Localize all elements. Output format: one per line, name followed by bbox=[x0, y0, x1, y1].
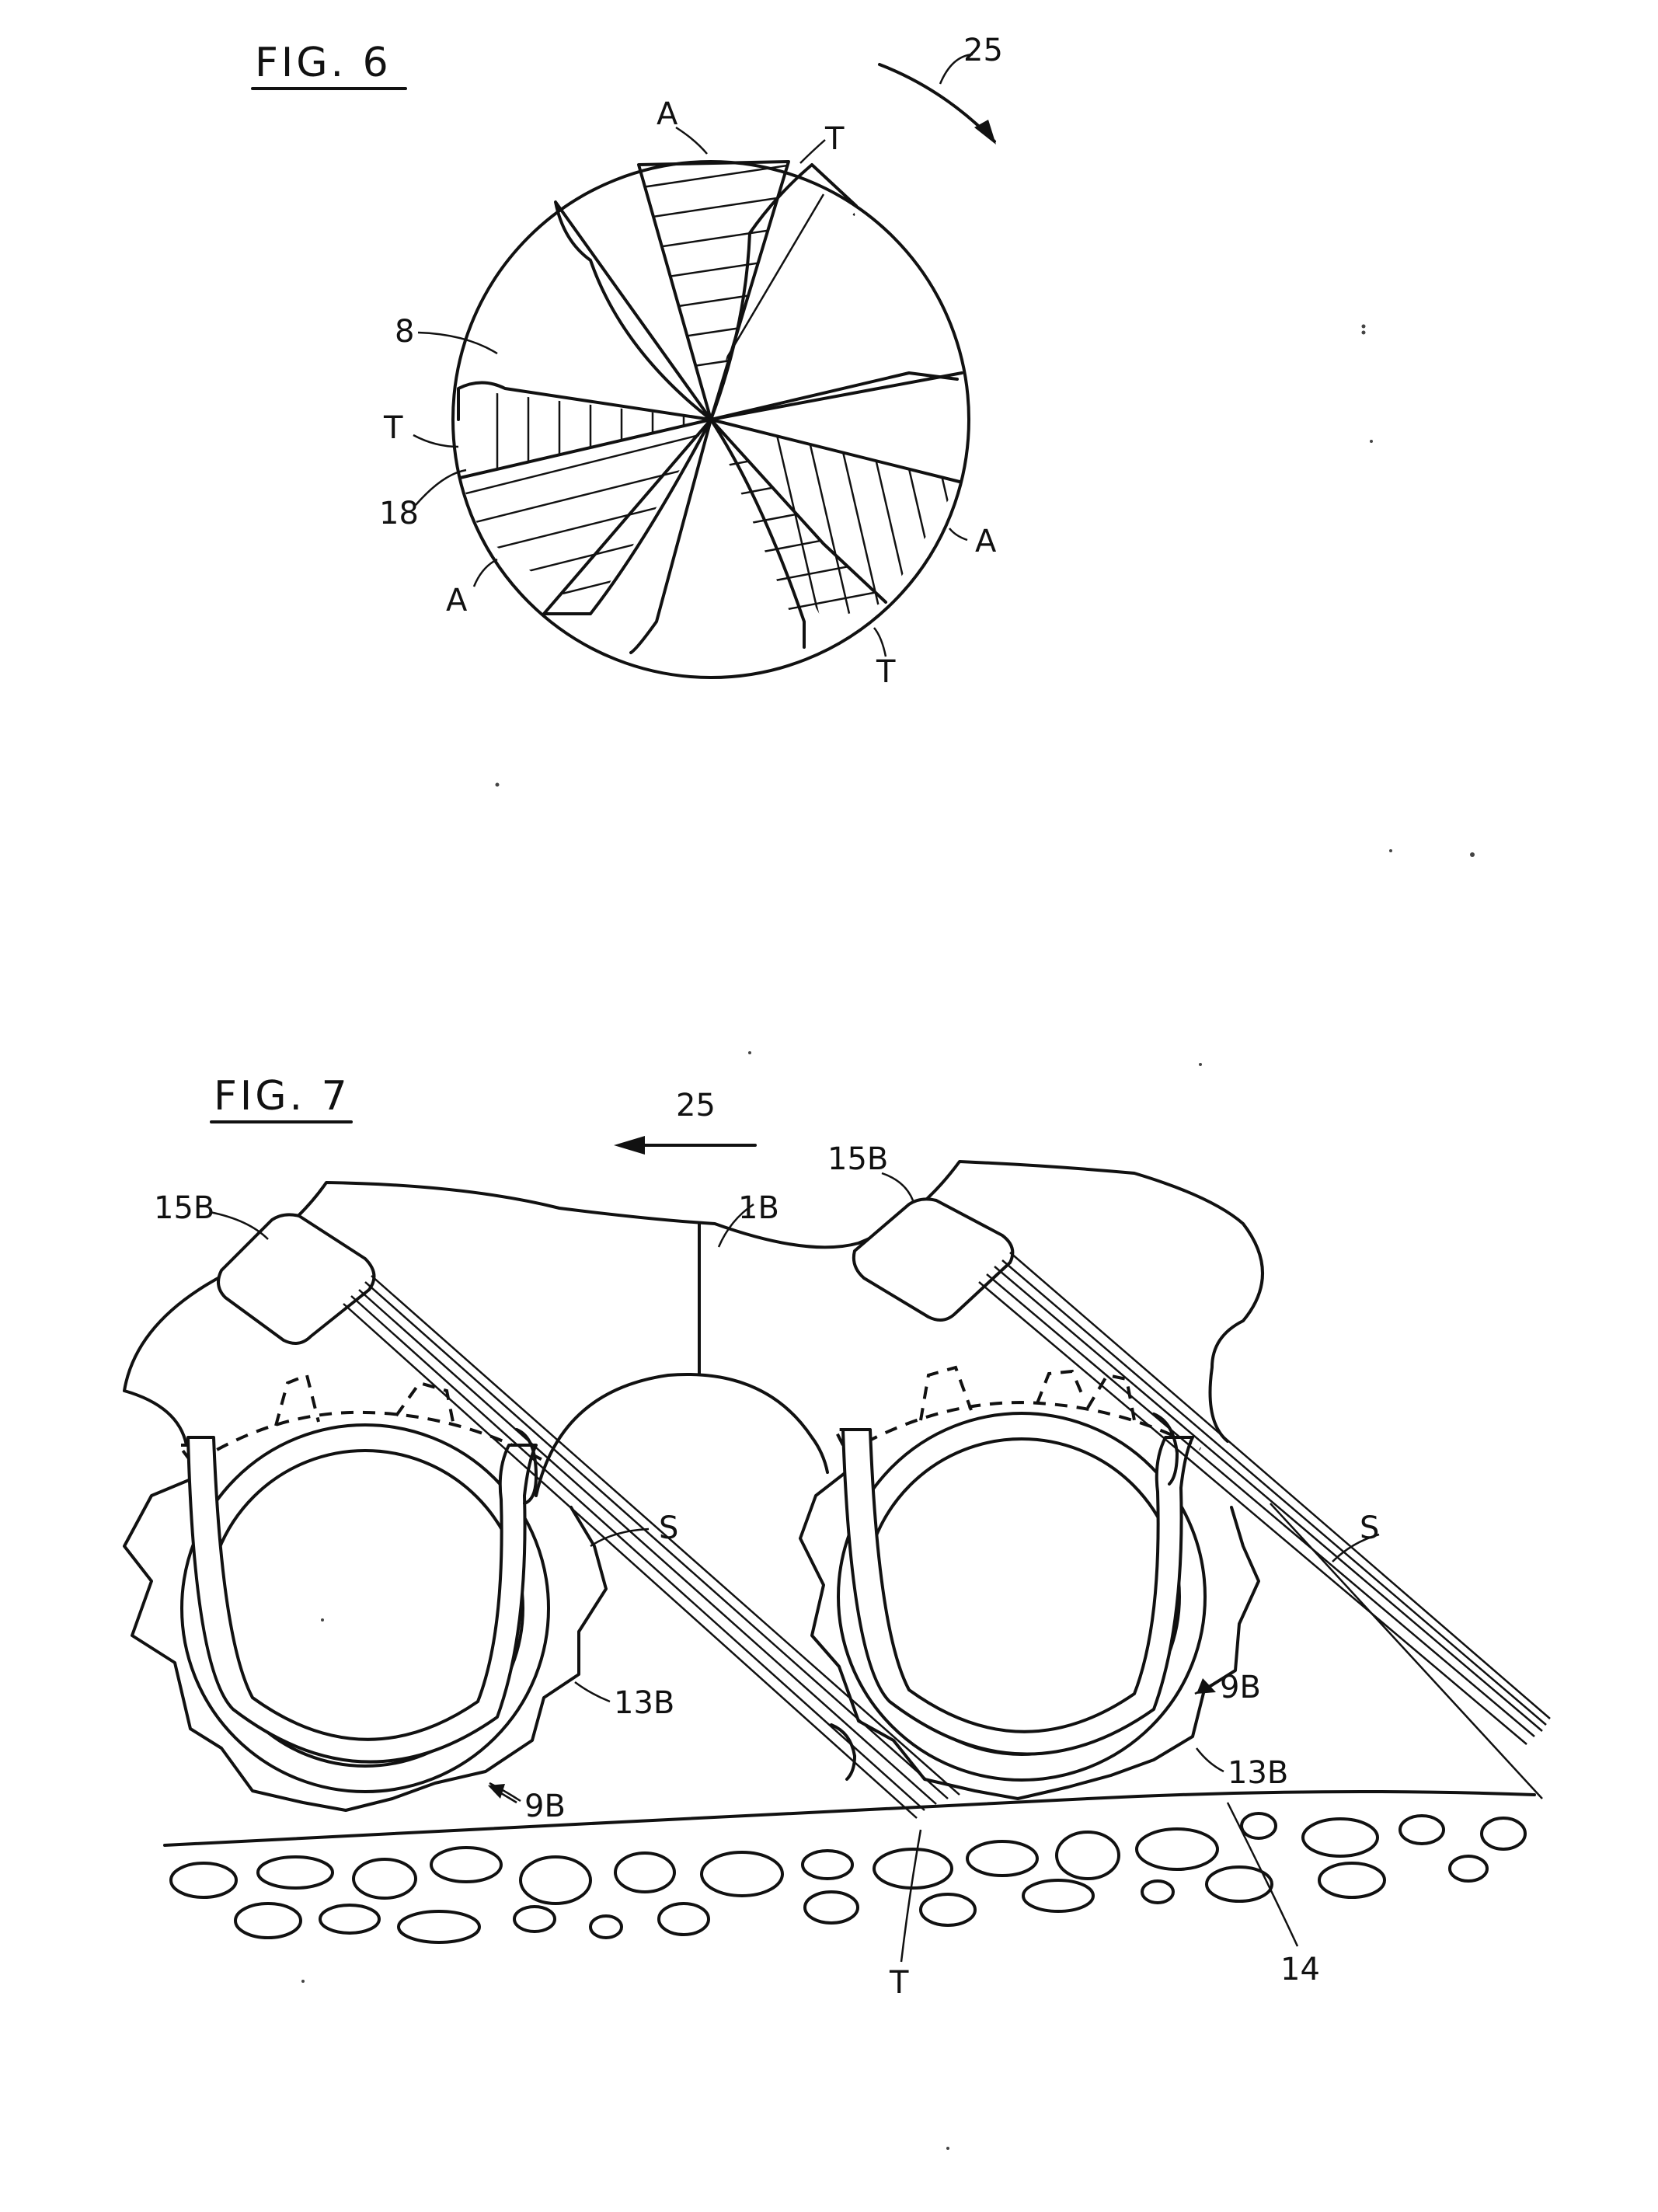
fig7-label-13b-left: 13B bbox=[614, 1685, 674, 1721]
fig7-label-s-right: S bbox=[1360, 1510, 1379, 1546]
fig6-blades bbox=[457, 160, 963, 654]
fig7-title: FIG. 7 bbox=[214, 1073, 350, 1120]
fig7-body-outline bbox=[123, 1160, 1264, 1447]
fig7-label-s-left: S bbox=[659, 1510, 678, 1546]
fig6-title: FIG. 6 bbox=[255, 40, 392, 86]
fig7-ref-25: 25 bbox=[676, 1088, 716, 1123]
fig7-label-1b: 1B bbox=[738, 1190, 779, 1226]
fig6-hatching bbox=[460, 162, 960, 623]
fig6-disc-outline bbox=[451, 160, 970, 679]
fig6-label-a-right: A bbox=[975, 524, 997, 559]
fig6-label-t-bottom: T bbox=[876, 654, 896, 690]
fig7-center-lobe bbox=[535, 1373, 829, 1497]
fig7-label-9b-right: 9B bbox=[1220, 1670, 1261, 1705]
fig6-label-a-left: A bbox=[446, 583, 468, 618]
fig6-ref-25: 25 bbox=[963, 33, 1003, 68]
fig6-leaders bbox=[413, 126, 968, 657]
fig6-rotation-arrow bbox=[878, 63, 996, 143]
fig6-label-t-left: T bbox=[383, 410, 403, 446]
fig7-wheel-right bbox=[799, 1365, 1260, 1800]
fig6-arrow-leader bbox=[939, 53, 974, 85]
fig7-ground-stones bbox=[169, 1812, 1527, 1944]
fig7-strut-left bbox=[217, 1213, 960, 1819]
fig7: FIG. 7 25 bbox=[123, 1073, 1551, 2001]
fig7-label-14: 14 bbox=[1280, 1952, 1320, 1987]
fig7-leaders bbox=[209, 1172, 1380, 1963]
fig7-label-15b-left: 15B bbox=[154, 1190, 214, 1226]
fig6-label-8: 8 bbox=[395, 314, 414, 350]
fig7-label-9b-left: 9B bbox=[524, 1789, 566, 1824]
fig7-ground-surface bbox=[163, 1790, 1536, 1847]
scan-specks bbox=[301, 324, 1475, 2150]
fig6-rotation-arrowhead bbox=[974, 120, 996, 145]
fig7-label-15b-right: 15B bbox=[827, 1141, 888, 1177]
fig7-direction-arrowhead bbox=[614, 1136, 645, 1155]
fig7-label-13b-right: 13B bbox=[1228, 1755, 1288, 1791]
fig6: FIG. 6 25 bbox=[251, 33, 1003, 690]
fig7-label-t: T bbox=[889, 1965, 909, 2001]
fig7-strut-right bbox=[852, 1197, 1551, 1799]
fig6-label-a-top: A bbox=[657, 96, 678, 132]
fig6-label-t-top: T bbox=[824, 121, 845, 157]
fig6-label-18: 18 bbox=[379, 496, 419, 531]
fig7-wheel-left bbox=[123, 1373, 608, 1812]
